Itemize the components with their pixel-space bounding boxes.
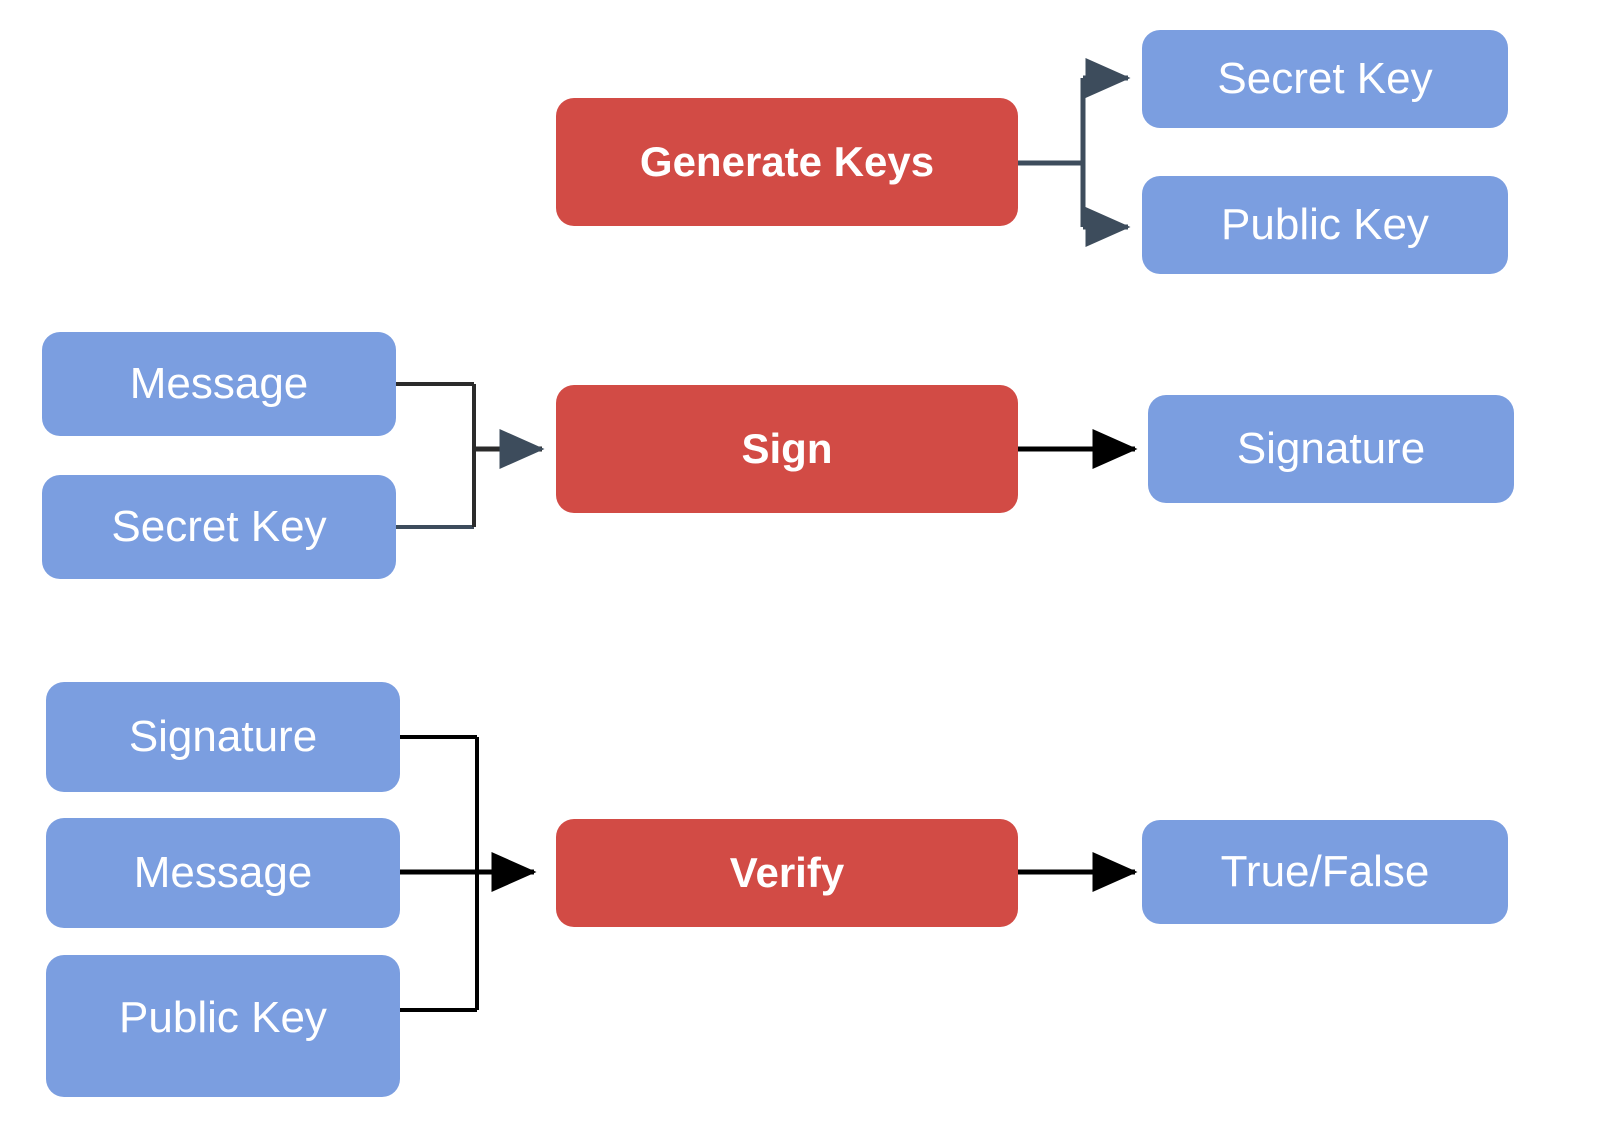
data-box-sign-input-message[interactable]: Message bbox=[42, 332, 396, 436]
process-box-generate-keys[interactable]: Generate Keys bbox=[556, 98, 1018, 226]
data-box-signature-output[interactable]: Signature bbox=[1148, 395, 1514, 503]
edge-generate-keys-split bbox=[1018, 58, 1131, 247]
data-box-true-false-output[interactable]: True/False bbox=[1142, 820, 1508, 924]
data-box-verify-input-signature[interactable]: Signature bbox=[46, 682, 400, 792]
process-box-verify[interactable]: Verify bbox=[556, 819, 1018, 927]
data-box-sign-input-message-label: Message bbox=[129, 358, 309, 408]
data-box-true-false-output-label: True/False bbox=[1220, 846, 1430, 896]
data-box-secret-key-output-label: Secret Key bbox=[1217, 53, 1433, 103]
data-box-public-key-output-label: Public Key bbox=[1221, 199, 1429, 249]
data-box-verify-input-message-label: Message bbox=[133, 847, 313, 897]
data-box-verify-input-signature-label: Signature bbox=[128, 711, 318, 761]
edge-verify-inputs-merge bbox=[400, 735, 537, 1012]
data-box-sign-input-secret-key[interactable]: Secret Key bbox=[42, 475, 396, 579]
process-box-generate-keys-label: Generate Keys bbox=[639, 137, 935, 185]
data-box-signature-output-label: Signature bbox=[1236, 423, 1426, 473]
data-box-secret-key-output[interactable]: Secret Key bbox=[1142, 30, 1508, 128]
data-box-sign-input-secret-key-label: Secret Key bbox=[111, 501, 327, 551]
process-box-sign[interactable]: Sign bbox=[556, 385, 1018, 513]
data-box-verify-input-public-key-label: Public Key bbox=[119, 992, 327, 1042]
process-box-sign-label: Sign bbox=[741, 424, 833, 472]
edge-sign-inputs-merge bbox=[396, 382, 545, 529]
data-box-verify-input-public-key[interactable]: Public Key bbox=[46, 955, 400, 1097]
process-box-verify-label: Verify bbox=[729, 848, 845, 896]
data-box-public-key-output[interactable]: Public Key bbox=[1142, 176, 1508, 274]
data-box-verify-input-message[interactable]: Message bbox=[46, 818, 400, 928]
